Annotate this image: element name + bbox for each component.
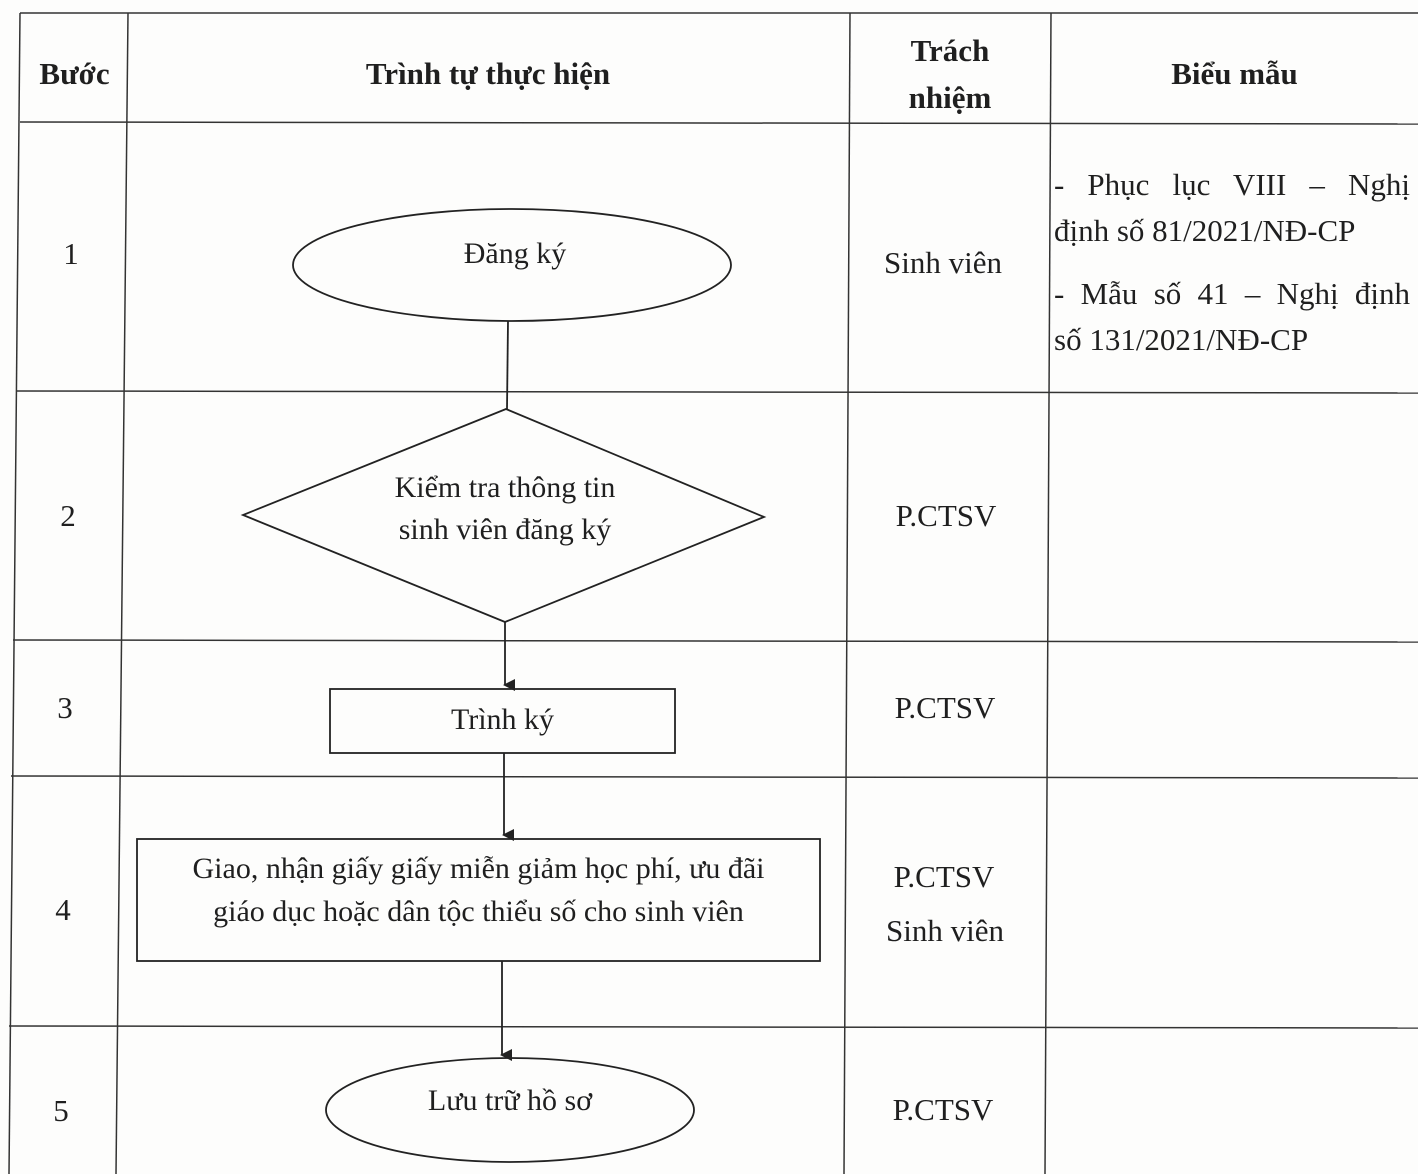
responsibility-row3: P.CTSV bbox=[894, 690, 996, 725]
responsibility-row4-line2: Sinh viên bbox=[886, 913, 1004, 948]
start-ellipse-label: Đăng ký bbox=[463, 237, 567, 270]
table-header-bottom-border bbox=[19, 121, 1418, 125]
end-ellipse-label: Lưu trữ hồ sơ bbox=[427, 1084, 593, 1117]
row1-bottom-border bbox=[15, 390, 1418, 394]
process-rect-sign bbox=[329, 688, 676, 754]
header-step: Bước bbox=[39, 56, 110, 91]
row3-bottom-border bbox=[10, 775, 1418, 779]
process-sign-label: Trình ký bbox=[450, 703, 555, 736]
row2-bottom-border bbox=[12, 639, 1418, 643]
step-number-3: 3 bbox=[57, 690, 73, 725]
responsibility-row5: P.CTSV bbox=[892, 1092, 994, 1127]
responsibility-row4-line1: P.CTSV bbox=[893, 859, 995, 894]
step-number-1: 1 bbox=[63, 236, 79, 271]
connector-1-2 bbox=[506, 320, 509, 410]
step-number-5: 5 bbox=[53, 1093, 69, 1128]
header-sequence: Trình tự thực hiện bbox=[365, 56, 611, 91]
header-forms: Biểu mẫu bbox=[1171, 56, 1298, 91]
start-ellipse bbox=[292, 208, 732, 322]
process-deliver-label-line2: giáo dục hoặc dân tộc thiểu số cho sinh … bbox=[213, 895, 744, 928]
col-sequence-divider bbox=[843, 12, 851, 1174]
col-step-divider bbox=[115, 12, 129, 1174]
process-rect-deliver bbox=[136, 838, 821, 962]
responsibility-row2: P.CTSV bbox=[895, 498, 997, 533]
decision-label-line2: sinh viên đăng ký bbox=[398, 513, 612, 546]
col-left-border bbox=[8, 12, 21, 1174]
form-ref-2-line1: - Mẫu số 41 – Nghị định bbox=[1054, 276, 1410, 311]
step-number-4: 4 bbox=[55, 892, 71, 927]
step-number-2: 2 bbox=[60, 498, 76, 533]
flowchart bbox=[136, 208, 821, 1163]
form-ref-1-line1: - Phục lục VIII – Nghị bbox=[1054, 167, 1410, 202]
col-responsibility-divider bbox=[1044, 12, 1052, 1174]
process-deliver-label-line1: Giao, nhận giấy giấy miễn giảm học phí, … bbox=[192, 852, 765, 885]
form-ref-2-line2: số 131/2021/NĐ-CP bbox=[1054, 322, 1309, 357]
header-responsibility-line1: Trách bbox=[910, 33, 990, 68]
header-responsibility-line2: nhiệm bbox=[908, 80, 992, 115]
form-ref-1-line2: định số 81/2021/NĐ-CP bbox=[1054, 213, 1356, 248]
responsibility-row1: Sinh viên bbox=[884, 245, 1002, 280]
end-ellipse bbox=[325, 1057, 695, 1163]
table-grid bbox=[8, 12, 1418, 1174]
decision-label-line1: Kiểm tra thông tin bbox=[394, 471, 616, 504]
row4-bottom-border bbox=[8, 1025, 1418, 1029]
